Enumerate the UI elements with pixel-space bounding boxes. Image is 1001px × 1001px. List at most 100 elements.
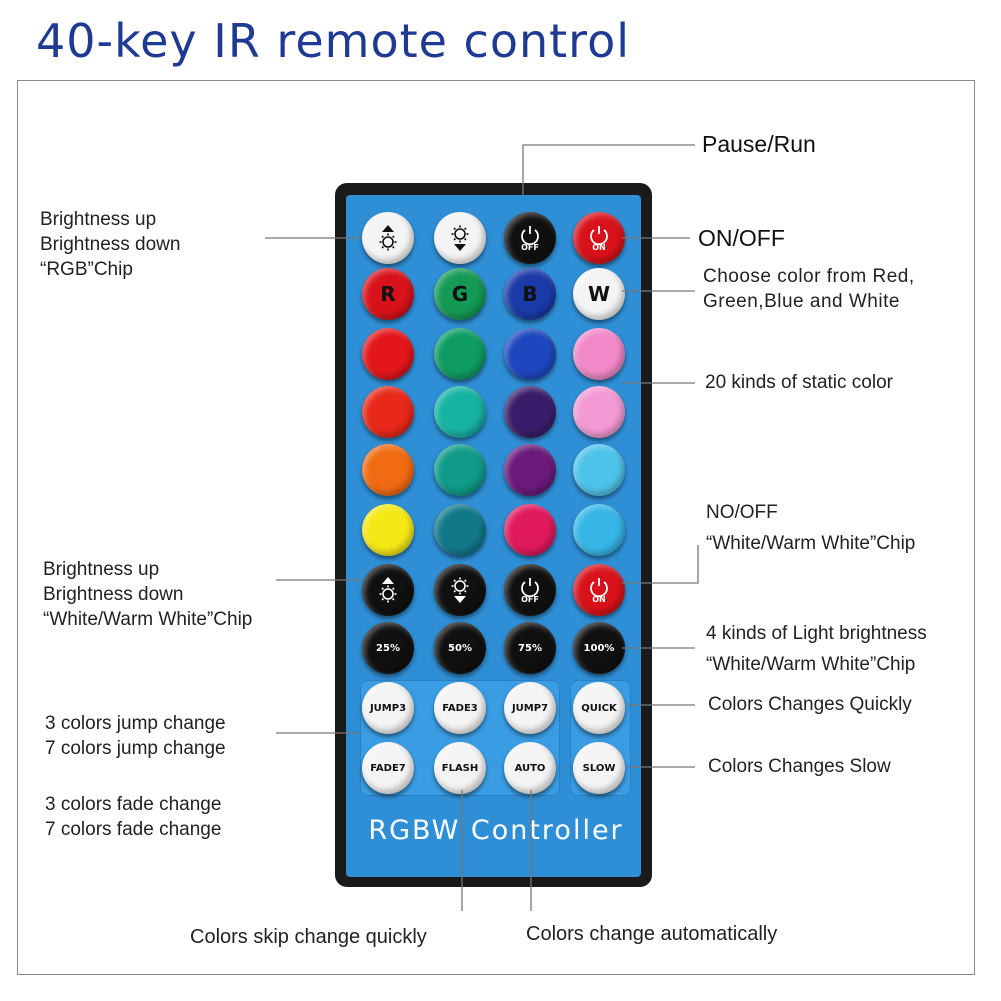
- label-line: 4 kinds of Light brightness: [706, 623, 927, 644]
- label-light-brightness: 4 kinds of Light brightness “White/Warm …: [706, 618, 927, 680]
- brightness-down-button[interactable]: [434, 564, 486, 616]
- button-label: 50%: [448, 642, 472, 654]
- color-button[interactable]: [504, 444, 556, 496]
- label-line: Brightness up: [43, 559, 160, 580]
- label-quickly: Colors Changes Quickly: [708, 694, 912, 715]
- jump3-button[interactable]: JUMP3: [362, 682, 414, 734]
- power-icon: OFF: [515, 225, 545, 252]
- label-jump-change: 3 colors jump change 7 colors jump chang…: [45, 711, 226, 761]
- power-off-button[interactable]: OFF: [504, 212, 556, 264]
- brightness-up-button[interactable]: [362, 212, 414, 264]
- label-on-off: ON/OFF: [698, 225, 785, 251]
- power-on-button[interactable]: ON: [573, 564, 625, 616]
- label-fade-change: 3 colors fade change 7 colors fade chang…: [45, 792, 221, 842]
- color-button[interactable]: [434, 444, 486, 496]
- fade7-button[interactable]: FADE7: [362, 742, 414, 794]
- b-button[interactable]: B: [504, 268, 556, 320]
- brightness-down-icon: [444, 574, 476, 606]
- label-line: “White/Warm White”Chip: [706, 533, 916, 554]
- button-label: QUICK: [581, 702, 617, 714]
- w-button[interactable]: W: [573, 268, 625, 320]
- auto-button[interactable]: AUTO: [504, 742, 556, 794]
- color-button[interactable]: [434, 328, 486, 380]
- label-line: 3 colors jump change: [45, 713, 226, 734]
- label-line: 7 colors jump change: [45, 738, 226, 759]
- power-icon: ON: [584, 225, 614, 252]
- power-on-button[interactable]: ON: [573, 212, 625, 264]
- label-line: NO/OFF: [706, 502, 778, 523]
- 75-percent-button[interactable]: 75%: [504, 622, 556, 674]
- label-line: Brightness up: [40, 209, 157, 230]
- slow-button[interactable]: SLOW: [573, 742, 625, 794]
- color-button[interactable]: [573, 504, 625, 556]
- label-static-color: 20 kinds of static color: [705, 372, 893, 393]
- color-button[interactable]: [434, 386, 486, 438]
- remote-brand-label: RGBW Controller: [368, 815, 624, 846]
- brightness-up-button[interactable]: [362, 564, 414, 616]
- color-button[interactable]: [504, 328, 556, 380]
- button-label: FADE3: [442, 702, 478, 714]
- fade3-button[interactable]: FADE3: [434, 682, 486, 734]
- button-label: JUMP7: [511, 702, 549, 714]
- label-line: “White/Warm White”Chip: [43, 609, 253, 630]
- label-line: 3 colors fade change: [45, 794, 222, 815]
- flash-button[interactable]: FLASH: [434, 742, 486, 794]
- color-button[interactable]: [362, 328, 414, 380]
- label-line: “White/Warm White”Chip: [706, 654, 916, 675]
- button-label: 75%: [518, 642, 542, 654]
- power-off-button[interactable]: OFF: [504, 564, 556, 616]
- color-button[interactable]: [504, 386, 556, 438]
- color-button[interactable]: [573, 328, 625, 380]
- color-button[interactable]: [504, 504, 556, 556]
- quick-button[interactable]: QUICK: [573, 682, 625, 734]
- button-label: OFF: [521, 242, 539, 252]
- label-rgb-brightness: Brightness up Brightness down “RGB”Chip: [40, 207, 180, 282]
- image-frame: [17, 80, 975, 975]
- label-automatically: Colors change automatically: [526, 923, 778, 945]
- brightness-up-icon: [372, 222, 404, 254]
- g-button[interactable]: G: [434, 268, 486, 320]
- label-line: Choose color from Red,: [703, 266, 915, 287]
- label-line: 7 colors fade change: [45, 819, 222, 840]
- page-title: 40-key IR remote control: [36, 14, 630, 68]
- button-label: OFF: [521, 594, 539, 604]
- color-button[interactable]: [434, 504, 486, 556]
- 100-percent-button[interactable]: 100%: [573, 622, 625, 674]
- button-label: AUTO: [514, 762, 546, 774]
- button-label: ON: [592, 242, 606, 252]
- label-line: Brightness down: [40, 234, 181, 255]
- button-label: JUMP3: [369, 702, 407, 714]
- brightness-down-icon: [444, 222, 476, 254]
- label-line: Brightness down: [43, 584, 184, 605]
- label-line: “RGB”Chip: [40, 259, 133, 280]
- power-icon: ON: [584, 577, 614, 604]
- label-ww-brightness: Brightness up Brightness down “White/War…: [43, 557, 252, 632]
- jump7-button[interactable]: JUMP7: [504, 682, 556, 734]
- label-choose-color: Choose color from Red, Green,Blue and Wh…: [703, 264, 915, 314]
- button-label: FLASH: [441, 762, 479, 774]
- button-label: SLOW: [582, 762, 616, 774]
- label-line: Green,Blue and White: [703, 291, 900, 312]
- label-slow: Colors Changes Slow: [708, 756, 891, 777]
- 25-percent-button[interactable]: 25%: [362, 622, 414, 674]
- button-label: B: [522, 282, 538, 306]
- color-button[interactable]: [362, 386, 414, 438]
- button-label: 25%: [376, 642, 400, 654]
- button-label: G: [451, 282, 469, 306]
- color-button[interactable]: [573, 444, 625, 496]
- color-button[interactable]: [573, 386, 625, 438]
- 50-percent-button[interactable]: 50%: [434, 622, 486, 674]
- brightness-up-icon: [372, 574, 404, 606]
- power-icon: OFF: [515, 577, 545, 604]
- label-ww-onoff: NO/OFF “White/Warm White”Chip: [706, 497, 915, 559]
- button-label: FADE7: [370, 762, 406, 774]
- label-pause-run: Pause/Run: [702, 131, 816, 157]
- button-label: 100%: [583, 642, 615, 654]
- brightness-down-button[interactable]: [434, 212, 486, 264]
- color-button[interactable]: [362, 444, 414, 496]
- label-skip-quickly: Colors skip change quickly: [190, 926, 427, 948]
- button-label: R: [380, 282, 396, 306]
- color-button[interactable]: [362, 504, 414, 556]
- button-label: ON: [592, 594, 606, 604]
- r-button[interactable]: R: [362, 268, 414, 320]
